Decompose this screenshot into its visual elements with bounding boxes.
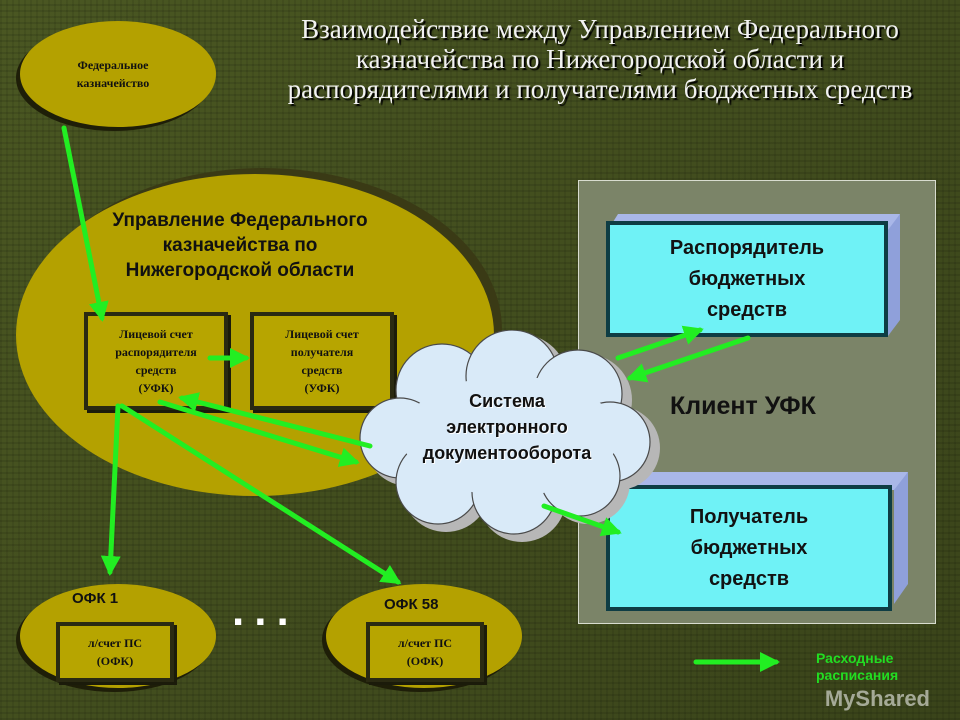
- account-recipient-box: Лицевой счет получателя средств (УФК): [250, 312, 394, 410]
- ufk-line3: Нижегородской области: [125, 260, 355, 281]
- arrow-cloud-to-account: [178, 392, 373, 449]
- ellipsis: ...: [232, 586, 299, 635]
- account-manager-box: Лицевой счет распорядителя средств (УФК): [84, 312, 228, 410]
- account-recipient-line2: получателя: [290, 345, 354, 359]
- federal-treasury-line2: казначейство: [76, 76, 150, 90]
- ufk-line1: Управление Федерального: [112, 210, 368, 231]
- arrow-account-to-ofk58: [119, 403, 402, 585]
- account-recipient-line3: средств: [301, 363, 343, 377]
- federal-treasury-node: [20, 21, 216, 127]
- page-title: Взаимодействие между Управлением Федерал…: [287, 14, 913, 104]
- ofk58-account-line2: (ОФК): [406, 654, 444, 668]
- ofk58-title: ОФК 58: [384, 596, 439, 613]
- ufk-line2: казначейства по: [162, 235, 318, 256]
- federal-treasury-line1: Федеральное: [77, 58, 149, 72]
- legend-line2: расписания: [816, 667, 899, 683]
- federal-treasury-label: Федеральное казначейство: [20, 21, 216, 127]
- account-recipient-line1: Лицевой счет: [285, 327, 359, 341]
- edo-label: Система электронного документооборота: [380, 388, 634, 466]
- account-manager-line4: (УФК): [138, 381, 174, 395]
- recipient-line3: средств: [708, 567, 790, 590]
- client-label: Клиент УФК: [670, 392, 816, 420]
- manager-line3: средств: [706, 298, 788, 321]
- ofk58-account-box: л/счет ПС (ОФК): [366, 622, 484, 682]
- ofk1-title: ОФК 1: [72, 590, 119, 607]
- account-recipient-line4: (УФК): [304, 381, 340, 395]
- edo-cloud: [359, 330, 660, 542]
- ofk1-account-line2: (ОФК): [96, 654, 134, 668]
- legend-label: Расходные расписания: [816, 650, 898, 684]
- ofk1-account-line1: л/счет ПС: [87, 636, 143, 650]
- manager-box: Распорядитель бюджетных средств: [606, 221, 888, 337]
- recipient-line1: Получатель: [689, 505, 809, 528]
- ofk58-account-line1: л/счет ПС: [397, 636, 453, 650]
- manager-line1: Распорядитель: [669, 236, 825, 259]
- account-manager-line3: средств: [135, 363, 177, 377]
- manager-line2: бюджетных: [688, 267, 806, 290]
- recipient-line2: бюджетных: [690, 536, 808, 559]
- arrow-fed-to-account: [61, 125, 109, 322]
- ufk-label: Управление Федерального казначейства по …: [60, 208, 420, 283]
- legend-line1: Расходные: [816, 650, 894, 666]
- arrow-manager-to-cloud: [626, 335, 751, 383]
- recipient-box: Получатель бюджетных средств: [606, 485, 892, 611]
- arrow-cloud-to-manager: [615, 325, 704, 361]
- edo-line2: электронного: [446, 417, 568, 437]
- arrow-account-to-ofk1: [100, 403, 121, 576]
- arrow-account-to-cloud: [157, 399, 360, 467]
- watermark-text: MyShared: [824, 686, 930, 711]
- edo-line3: документооборота: [422, 443, 592, 463]
- arrow-cloud-to-recipient: [541, 503, 622, 537]
- edo-line1: Система: [469, 391, 545, 411]
- account-manager-line2: распорядителя: [115, 345, 197, 359]
- ofk1-account-box: л/счет ПС (ОФК): [56, 622, 174, 682]
- account-manager-line1: Лицевой счет: [119, 327, 193, 341]
